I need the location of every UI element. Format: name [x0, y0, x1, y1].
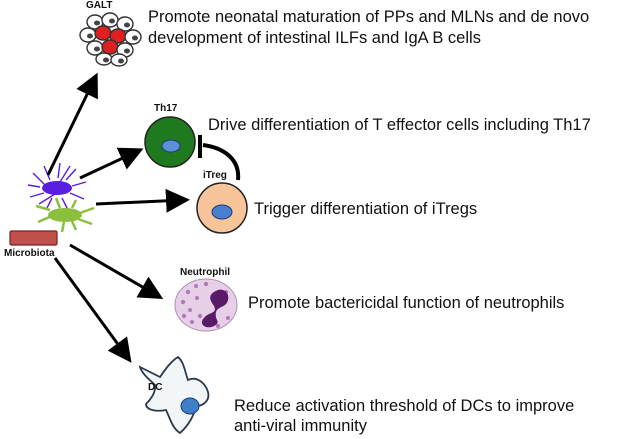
itreg-effect: Trigger differentiation of iTregs [254, 200, 478, 218]
dc-effect-line2: anti-viral immunity [234, 417, 367, 435]
arrow-to-itreg [95, 188, 190, 213]
activation-arrows [46, 72, 190, 363]
dc-label: DC [148, 382, 163, 393]
th17-label: Th17 [154, 103, 178, 114]
inhibition-arrow [198, 135, 241, 181]
galt-effect-line1: Promote neonatal maturation of PPs and M… [148, 8, 590, 26]
galt-effect-line2: development of intestinal ILFs and IgA B… [148, 29, 481, 47]
arrow-to-neutrophil [69, 243, 164, 300]
galt-label: GALT [86, 0, 113, 11]
neutrophil-effect: Promote bactericidal function of neutrop… [248, 294, 565, 312]
th17-cell-icon [144, 116, 196, 168]
dc-effect-line1: Reduce activation threshold of DCs to im… [234, 397, 575, 415]
arrow-to-dc [53, 257, 132, 363]
itreg-label: iTreg [203, 170, 227, 181]
itreg-cell-icon [196, 182, 248, 234]
arrow-to-galt [46, 72, 98, 176]
microbiota-icon [9, 162, 95, 246]
dc-icon [138, 355, 210, 435]
microbiota-label: Microbiota [4, 248, 55, 259]
neutrophil-label: Neutrophil [180, 267, 230, 278]
th17-effect: Drive differentiation of T effector cell… [208, 116, 591, 134]
neutrophil-icon [174, 278, 238, 332]
galt-cluster-icon [79, 12, 142, 67]
arrow-to-th17 [79, 147, 144, 180]
